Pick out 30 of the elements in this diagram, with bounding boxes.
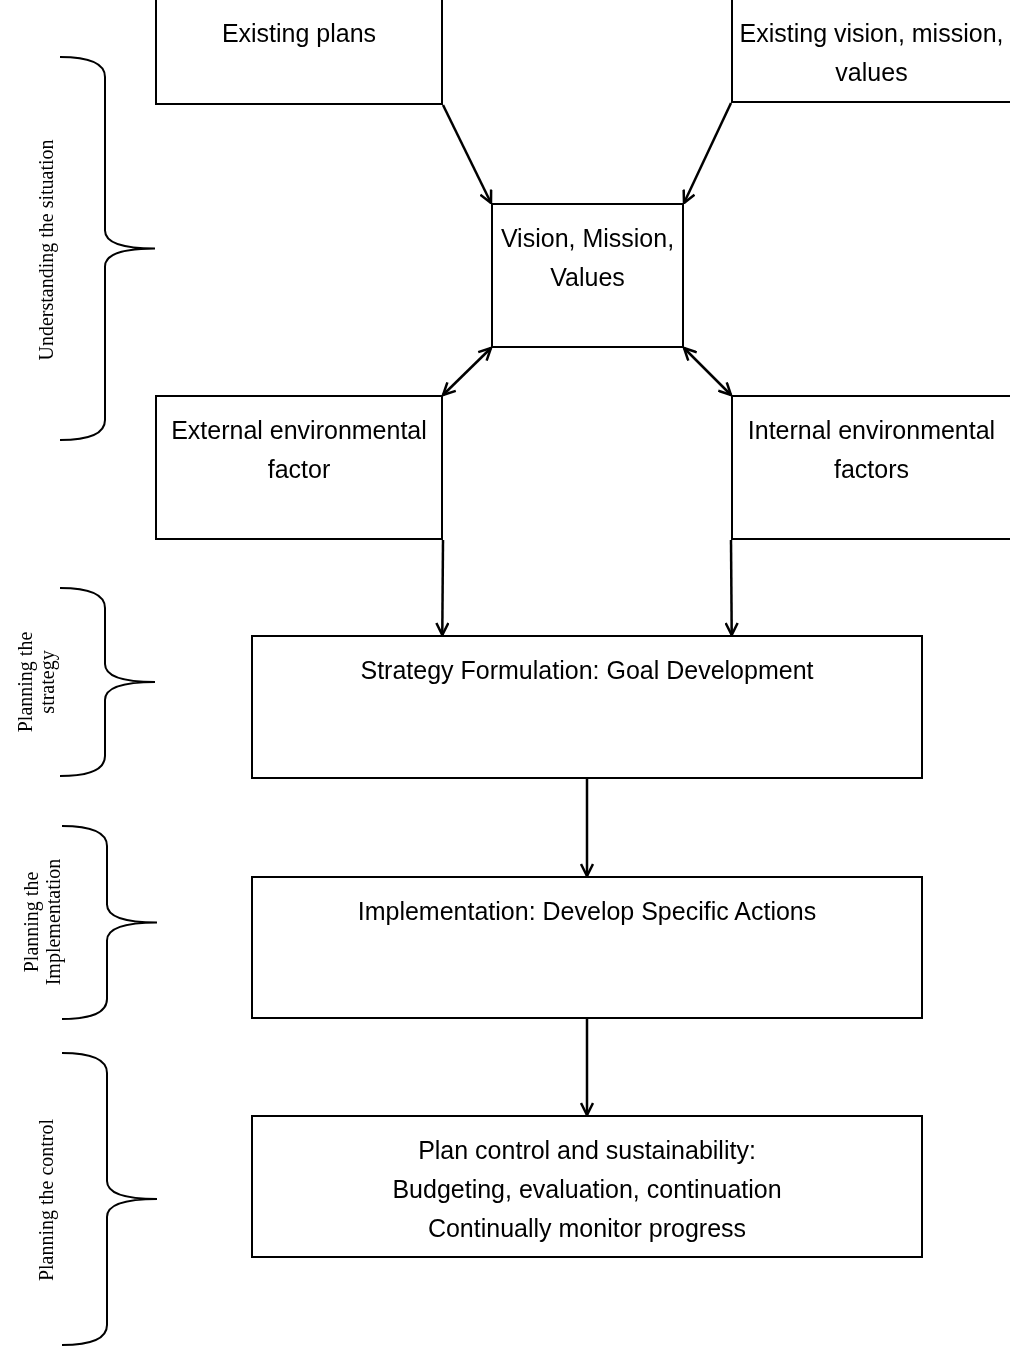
arrow xyxy=(441,346,493,397)
box-text: Existing vision, mission, values xyxy=(739,18,1004,88)
box-text: Internal environmental factors xyxy=(746,415,997,485)
arrow xyxy=(435,540,450,637)
arrow xyxy=(579,1019,595,1117)
process-box xyxy=(155,395,443,540)
stage-label: Planning the Implementation xyxy=(19,857,66,988)
stage-label: Planning the strategy xyxy=(13,630,60,735)
box-text: Implementation: Develop Specific Actions xyxy=(356,896,818,927)
arrow xyxy=(724,540,739,637)
process-box xyxy=(251,876,923,1019)
box-text: Strategy Formulation: Goal Development xyxy=(359,655,815,686)
arrow xyxy=(579,779,595,878)
process-box xyxy=(731,0,1010,103)
stage-label: Planning the control xyxy=(34,1117,59,1284)
process-box xyxy=(731,395,1010,540)
arrow xyxy=(682,102,733,205)
box-text: Plan control and sustainability: xyxy=(417,1135,757,1166)
process-box xyxy=(155,0,443,105)
box-text: Budgeting, evaluation, continuation xyxy=(391,1174,783,1205)
process-box xyxy=(251,635,923,779)
arrow xyxy=(441,104,493,205)
box-text: Continually monitor progress xyxy=(426,1213,748,1244)
process-box xyxy=(251,1115,923,1258)
box-text: External environmental factor xyxy=(170,415,428,485)
arrow xyxy=(682,346,733,397)
box-text: Existing plans xyxy=(220,18,378,49)
process-box xyxy=(491,203,684,348)
stage-label: Understanding the situation xyxy=(34,138,59,363)
box-text: Vision, Mission, Values xyxy=(499,223,676,293)
